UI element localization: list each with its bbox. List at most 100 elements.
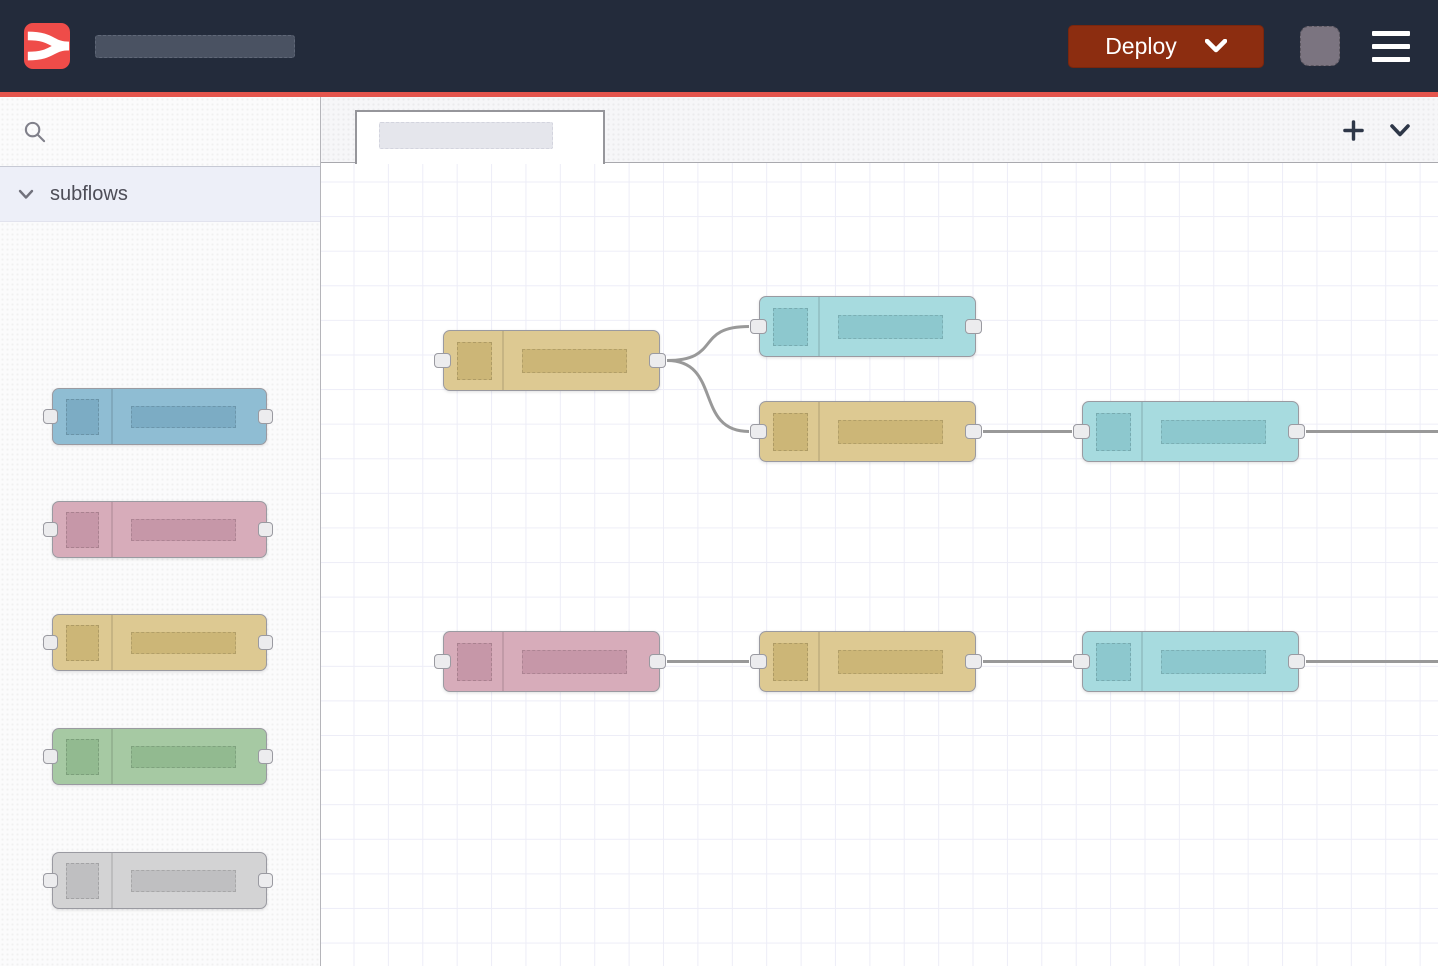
- node-label-placeholder: [1161, 419, 1266, 444]
- palette-search[interactable]: [0, 97, 320, 166]
- flow-canvas[interactable]: [321, 163, 1438, 966]
- flow-editor: [321, 97, 1438, 966]
- palette-node-gray[interactable]: [43, 852, 273, 909]
- node-red-logo-icon: [27, 31, 70, 61]
- node-label-placeholder: [838, 649, 943, 674]
- node-label-placeholder: [131, 631, 236, 654]
- input-port[interactable]: [43, 522, 58, 537]
- add-flow-button[interactable]: [1343, 119, 1364, 141]
- node-label-placeholder: [131, 745, 236, 768]
- chevron-down-icon: [18, 189, 34, 199]
- hamburger-icon[interactable]: [1372, 30, 1410, 62]
- palette-section-subflows[interactable]: subflows: [0, 166, 320, 222]
- output-port[interactable]: [965, 424, 982, 439]
- node-label-placeholder: [1161, 649, 1266, 674]
- output-port[interactable]: [1288, 654, 1305, 669]
- palette-section-label: subflows: [50, 182, 128, 205]
- node-label-placeholder: [522, 348, 627, 373]
- deploy-button[interactable]: Deploy: [1068, 24, 1264, 68]
- node-icon-placeholder: [66, 862, 99, 899]
- node-divider: [502, 632, 504, 691]
- deploy-button-label: Deploy: [1105, 32, 1177, 59]
- input-port[interactable]: [434, 654, 451, 669]
- output-port[interactable]: [965, 654, 982, 669]
- node-red-logo[interactable]: [24, 23, 70, 69]
- node-icon-placeholder: [66, 398, 99, 435]
- flow-tab[interactable]: [355, 110, 605, 164]
- flow-list-button[interactable]: [1390, 123, 1410, 137]
- output-port[interactable]: [258, 635, 273, 650]
- node-icon-placeholder: [457, 642, 492, 681]
- palette-node-list: [0, 223, 320, 966]
- node-divider: [111, 502, 113, 557]
- input-port[interactable]: [43, 635, 58, 650]
- chevron-down-icon: [1390, 123, 1410, 136]
- flow-node-teal[interactable]: [1073, 631, 1305, 692]
- flow-node-yellow[interactable]: [750, 401, 982, 462]
- input-port[interactable]: [434, 353, 451, 368]
- output-port[interactable]: [258, 522, 273, 537]
- wire[interactable]: [666, 359, 750, 433]
- node-divider: [111, 729, 113, 784]
- node-divider: [111, 853, 113, 908]
- plus-icon: [1343, 119, 1364, 141]
- flow-node-teal[interactable]: [1073, 401, 1305, 462]
- node-label-placeholder: [131, 405, 236, 428]
- node-label-placeholder: [838, 314, 943, 339]
- palette-sidebar: subflows: [0, 97, 321, 966]
- node-divider: [111, 389, 113, 444]
- output-port[interactable]: [258, 873, 273, 888]
- node-icon-placeholder: [457, 341, 492, 380]
- node-divider: [818, 402, 820, 461]
- node-divider: [1141, 632, 1143, 691]
- flow-node-teal[interactable]: [750, 296, 982, 357]
- node-label-placeholder: [131, 518, 236, 541]
- wires-layer: [666, 325, 1438, 663]
- palette-node-green[interactable]: [43, 728, 273, 785]
- app-header: Deploy: [0, 0, 1438, 92]
- node-divider: [1141, 402, 1143, 461]
- flow-tab-label-placeholder: [379, 122, 553, 149]
- palette-node-pink[interactable]: [43, 501, 273, 558]
- node-label-placeholder: [131, 869, 236, 892]
- avatar[interactable]: [1300, 26, 1340, 66]
- app-title-placeholder: [95, 34, 295, 58]
- search-icon: [24, 121, 46, 143]
- output-port[interactable]: [258, 409, 273, 424]
- input-port[interactable]: [1073, 424, 1090, 439]
- input-port[interactable]: [1073, 654, 1090, 669]
- node-icon-placeholder: [1096, 642, 1131, 681]
- node-icon-placeholder: [66, 511, 99, 548]
- flow-tabbar: [321, 97, 1438, 164]
- output-port[interactable]: [649, 353, 666, 368]
- chevron-down-icon: [1204, 39, 1227, 53]
- node-divider: [502, 331, 504, 390]
- output-port[interactable]: [649, 654, 666, 669]
- node-icon-placeholder: [773, 642, 808, 681]
- palette-node-yellow[interactable]: [43, 614, 273, 671]
- palette-node-blue[interactable]: [43, 388, 273, 445]
- flow-node-pink[interactable]: [434, 631, 666, 692]
- output-port[interactable]: [258, 749, 273, 764]
- node-label-placeholder: [838, 419, 943, 444]
- node-divider: [818, 297, 820, 356]
- node-divider: [818, 632, 820, 691]
- wire[interactable]: [666, 325, 750, 362]
- node-icon-placeholder: [1096, 412, 1131, 451]
- output-port[interactable]: [965, 319, 982, 334]
- input-port[interactable]: [43, 409, 58, 424]
- node-icon-placeholder: [66, 738, 99, 775]
- header-accent-line: [0, 92, 1438, 97]
- input-port[interactable]: [750, 424, 767, 439]
- node-label-placeholder: [522, 649, 627, 674]
- flow-node-yellow[interactable]: [434, 330, 666, 391]
- node-icon-placeholder: [773, 307, 808, 346]
- node-divider: [111, 615, 113, 670]
- flow-node-yellow[interactable]: [750, 631, 982, 692]
- input-port[interactable]: [750, 319, 767, 334]
- input-port[interactable]: [43, 749, 58, 764]
- input-port[interactable]: [750, 654, 767, 669]
- input-port[interactable]: [43, 873, 58, 888]
- node-icon-placeholder: [773, 412, 808, 451]
- output-port[interactable]: [1288, 424, 1305, 439]
